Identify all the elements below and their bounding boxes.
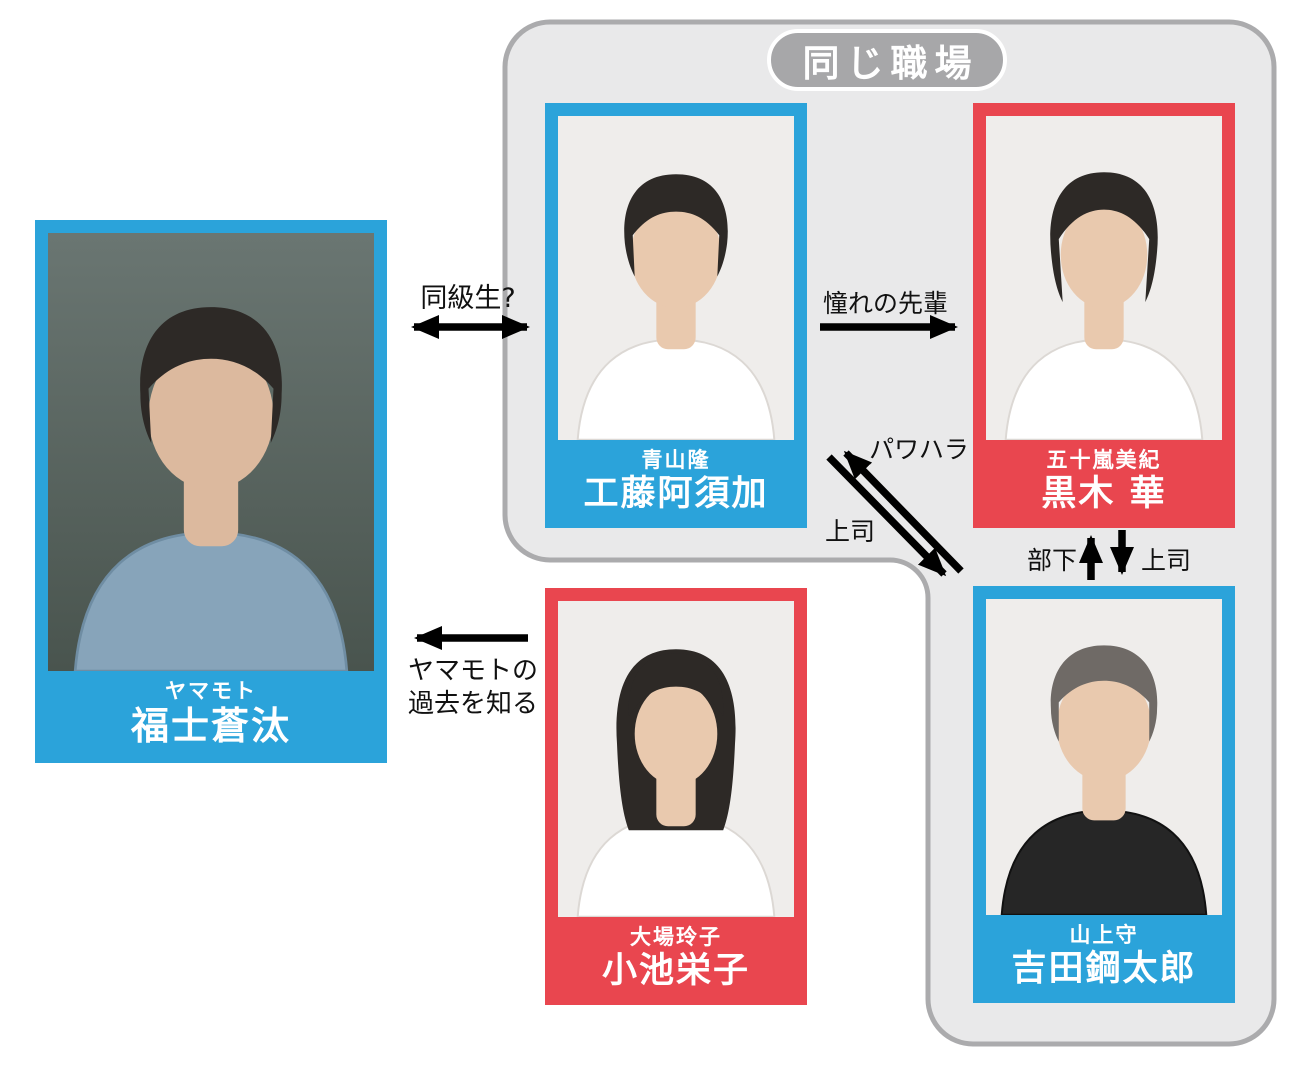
card-oba: 大場玲子 小池栄子 [545,588,807,1005]
portrait-photo-oba [558,601,794,917]
portrait-silhouette [576,649,776,917]
boss-vertical-label: 上司 [1140,546,1191,575]
character-name: ヤマモト [165,679,257,704]
character-name: 五十嵐美紀 [1046,447,1162,472]
character-name: 大場玲子 [630,924,722,949]
portrait-silhouette [1000,645,1208,915]
name-block: 青山隆 工藤阿須加 [558,440,794,515]
group-title-label: 同じ職場 [802,42,979,85]
group-title-badge: 同じ職場 [767,29,1007,91]
name-block: 五十嵐美紀 黒木 華 [986,440,1222,515]
portrait-photo-igarashi [986,116,1222,440]
subordinate-label: 部下 [1026,546,1077,575]
classmates-label: 同級生? [420,283,516,314]
actor-name: 小池栄子 [601,951,750,991]
portrait-silhouette [576,174,776,440]
actor-name: 黒木 華 [1041,474,1167,514]
actor-name: 工藤阿須加 [583,474,769,514]
power-harassment-label: パワハラ [869,435,969,464]
portrait-silhouette [1004,172,1204,440]
admired-senior-label: 憧れの先輩 [822,289,948,318]
knows-past-label: ヤマモトの 過去を知る [398,655,548,721]
portrait-silhouette [73,307,349,672]
actor-name: 吉田鋼太郎 [1011,949,1197,989]
actor-name: 福士蒼汰 [130,704,291,749]
knows-past-line1: ヤマモトの [407,656,538,686]
boss-diagonal-label: 上司 [824,517,875,546]
name-block: 大場玲子 小池栄子 [558,917,794,992]
portrait-photo-yamamoto [48,233,374,672]
portrait-photo-yamagami [986,599,1222,915]
character-name: 青山隆 [641,447,711,472]
portrait-photo-aoyama [558,116,794,440]
card-aoyama: 青山隆 工藤阿須加 [545,103,807,528]
card-yamagami: 山上守 吉田鋼太郎 [973,586,1235,1003]
character-name: 山上守 [1069,922,1139,947]
card-igarashi: 五十嵐美紀 黒木 華 [973,103,1235,528]
name-block: 山上守 吉田鋼太郎 [986,915,1222,990]
name-block: ヤマモト 福士蒼汰 [48,671,374,750]
card-yamamoto: ヤマモト 福士蒼汰 [35,220,387,763]
knows-past-line2: 過去を知る [407,689,538,719]
